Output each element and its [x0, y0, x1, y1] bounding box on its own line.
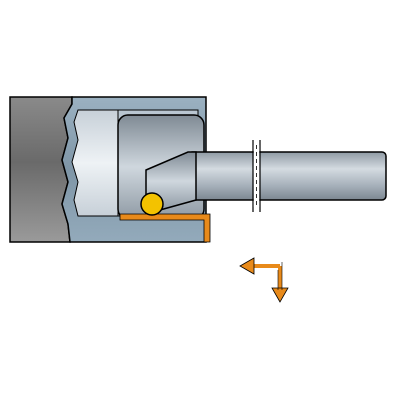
bar-break-lines — [252, 140, 261, 212]
feed-direction-arrow — [239, 257, 289, 303]
bore — [71, 109, 119, 217]
chuck — [9, 96, 73, 243]
machined-surface — [119, 213, 211, 243]
contact-point — [140, 192, 164, 216]
boring-bar — [187, 151, 387, 201]
